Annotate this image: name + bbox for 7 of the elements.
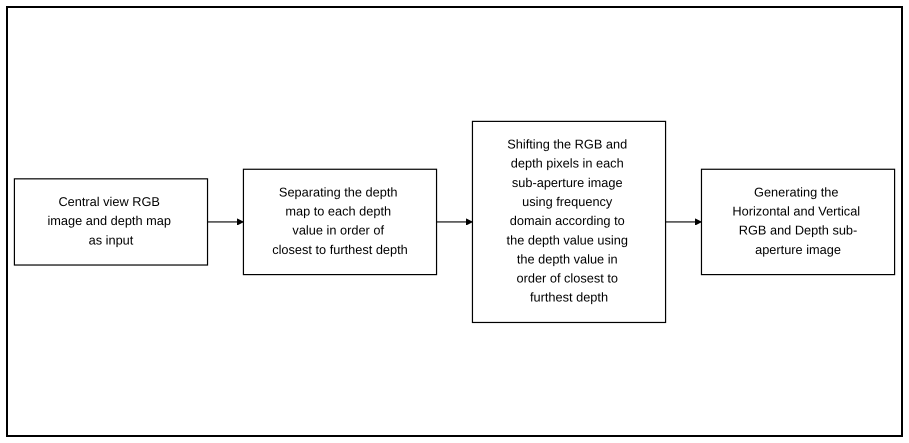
arrow — [666, 218, 702, 225]
node-box: Central view RGB image and depth map as input — [14, 178, 208, 266]
arrow — [436, 218, 473, 225]
arrow — [208, 218, 244, 225]
node-box: Separating the depth map to each depth value in order of closest to furthest depth — [242, 168, 438, 275]
node-box: Shifting the RGB and depth pixels in each sub-aperture image using frequency domain according to the depth value using the depth value in order of closest to furthest depth — [472, 120, 666, 323]
node-box: Generating the Horizontal and Vertical RGB and Depth sub-aperture image — [700, 168, 896, 275]
